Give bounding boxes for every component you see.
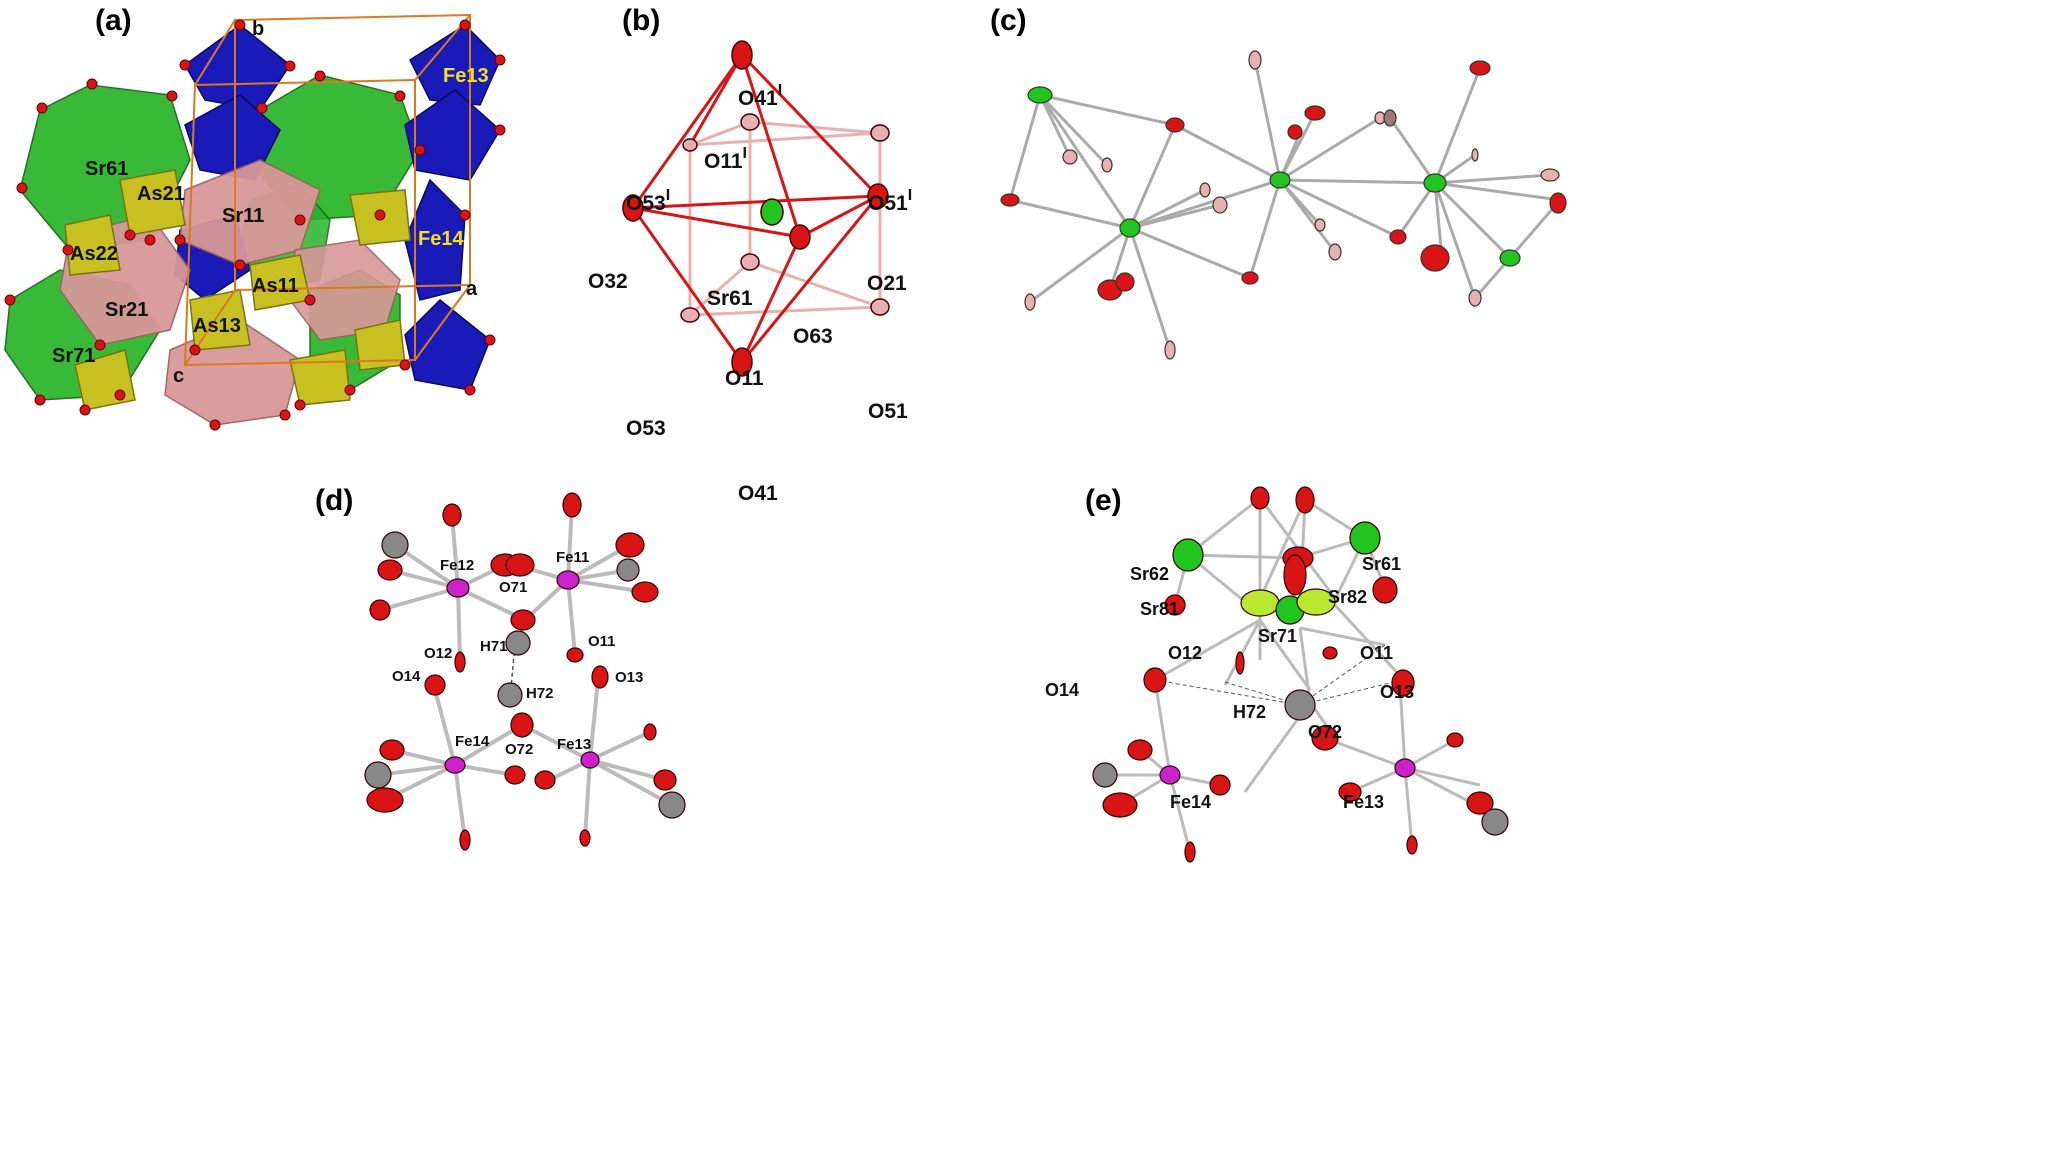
axis-label-b: b xyxy=(252,18,264,40)
atom-label-o14: O14 xyxy=(392,668,421,685)
panel-e: (e) xyxy=(1045,470,1560,1150)
atom-label-sr71: Sr71 xyxy=(52,345,95,367)
atom-label-fe14: Fe14 xyxy=(1170,792,1211,812)
atom-label-o72: O72 xyxy=(505,741,533,758)
atom-label-o71: O71 xyxy=(499,579,527,596)
panel-a: (a) xyxy=(0,0,640,440)
atom-label-o12: O12 xyxy=(424,645,452,662)
atom-label-fe14: Fe14 xyxy=(455,733,490,750)
atom-label-o13: O13 xyxy=(615,669,643,686)
axis-label-a: a xyxy=(466,278,478,300)
as-tetrahedron xyxy=(64,214,121,276)
as-tetrahedron xyxy=(119,169,186,236)
atom-label-o11: O11 xyxy=(588,633,616,650)
atom-label-o14: O14 xyxy=(1045,680,1079,700)
atom-label-h72: H72 xyxy=(526,685,554,702)
atom-label-o41: O41 xyxy=(738,482,778,505)
atom-label-sr82: Sr82 xyxy=(1328,587,1367,607)
panel-c-label: (c) xyxy=(990,4,1027,37)
axis-label-c: c xyxy=(173,365,184,387)
atom-label-o11: O11 xyxy=(1360,643,1393,663)
panel-a-label: (a) xyxy=(95,4,132,37)
atom-label-sr81: Sr81 xyxy=(1140,599,1179,619)
oxygen-atoms xyxy=(4,19,506,431)
atom-label-o11: O11 xyxy=(725,367,764,390)
atom-label-o41-top: O41I xyxy=(738,82,782,110)
panel-b: (b) xyxy=(588,0,960,505)
atom-label-o63: O63 xyxy=(793,325,833,348)
atom-label-o53-top: O53I xyxy=(626,187,670,215)
atom-label-fe13: Fe13 xyxy=(557,736,591,753)
panel-c: (c) xyxy=(990,0,2060,400)
atom-label-fe14: Fe14 xyxy=(418,228,464,250)
atom-label-fe11: Fe11 xyxy=(556,549,589,566)
fe-octahedron xyxy=(404,89,501,181)
atom-label-o51: O51 xyxy=(868,400,908,423)
atom-label-o32: O32 xyxy=(588,270,628,293)
atom-label-o11-top: O11I xyxy=(704,145,747,173)
atom-label-o12: O12 xyxy=(1168,643,1202,663)
atom-label-as13: As13 xyxy=(193,315,241,337)
panel-d-structure: Fe12 Fe11 O71 H71 O11 O12 O14 H72 O13 Fe… xyxy=(364,492,686,851)
atom-label-sr62: Sr62 xyxy=(1130,564,1169,584)
atom-label-o51-top: O51I xyxy=(868,187,912,215)
atom-label-sr11: Sr11 xyxy=(222,205,264,227)
panel-a-structure: Sr61 Sr11 As21 As22 Sr21 As11 As13 Sr71 … xyxy=(4,13,506,431)
cluster-atoms xyxy=(364,492,686,851)
atom-label-as22: As22 xyxy=(70,243,118,265)
panel-c-structure xyxy=(1000,50,1567,360)
atom-label-as11: As11 xyxy=(252,275,299,297)
atom-label-h71: H71 xyxy=(480,638,508,655)
atom-label-as21: As21 xyxy=(137,183,185,205)
atom-label-sr21: Sr21 xyxy=(105,299,148,321)
atom-label-o21: O21 xyxy=(867,272,907,295)
atom-label-fe13: Fe13 xyxy=(443,65,489,87)
atom-label-sr71: Sr71 xyxy=(1258,626,1297,646)
panel-e-label: (e) xyxy=(1085,484,1122,517)
panel-d: (d) xyxy=(310,470,760,1150)
atom-label-sr61: Sr61 xyxy=(1362,554,1401,574)
atom-label-fe13: Fe13 xyxy=(1343,792,1384,812)
panel-b-label: (b) xyxy=(622,4,661,37)
atom-label-h72: H72 xyxy=(1233,702,1266,722)
atom-label-fe12: Fe12 xyxy=(440,557,474,574)
panel-e-structure: Sr62 Sr61 Sr81 Sr82 Sr71 O12 O11 O14 O13… xyxy=(1045,486,1509,863)
cluster-atoms xyxy=(1000,50,1567,360)
unit-cell xyxy=(183,13,471,367)
as-tetrahedron xyxy=(289,349,351,406)
atom-label-sr61: Sr61 xyxy=(707,287,753,310)
atom-label-o53: O53 xyxy=(626,417,666,440)
atom-label-o13: O13 xyxy=(1380,682,1414,702)
cluster-atoms xyxy=(1092,486,1509,863)
octahedron-atoms xyxy=(622,40,890,377)
panel-d-label: (d) xyxy=(315,484,354,517)
atom-label-sr61: Sr61 xyxy=(85,158,128,180)
fe-octahedron xyxy=(404,298,491,391)
panel-b-structure: O41I O11I O53I O51I O32 Sr61 O21 O63 O11… xyxy=(588,40,912,505)
atom-label-o72: O72 xyxy=(1308,722,1342,742)
